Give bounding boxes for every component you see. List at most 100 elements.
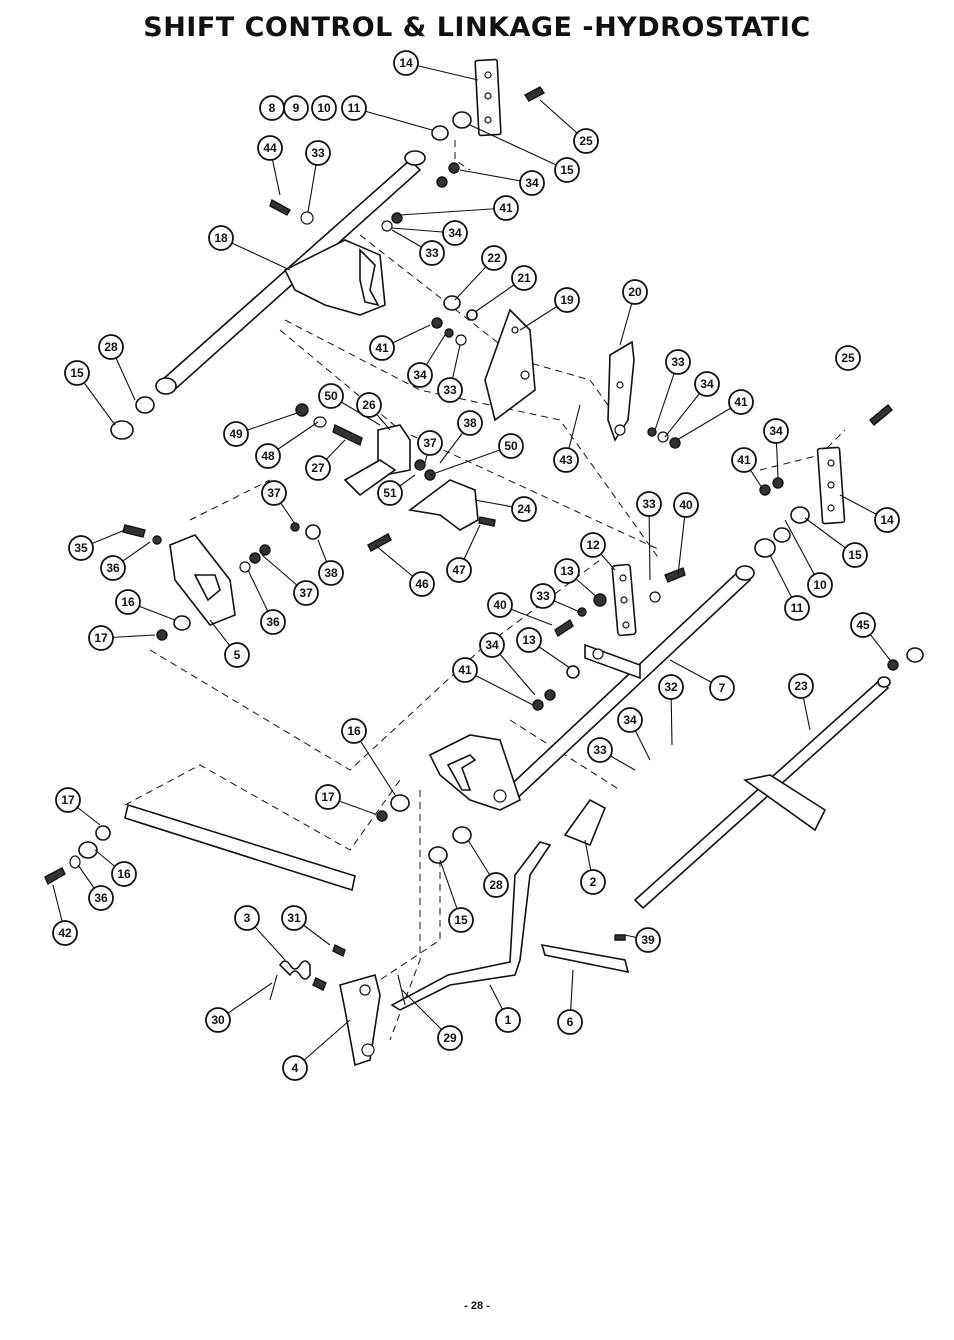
callout-41: 41 <box>369 335 395 361</box>
callout-circle <box>483 872 509 898</box>
callout-13: 13 <box>516 627 542 653</box>
callout-circle <box>874 507 900 533</box>
callout-circle <box>493 195 519 221</box>
callout-number: 24 <box>517 502 531 516</box>
callout-circle <box>554 287 580 313</box>
callout-number: 33 <box>443 383 457 397</box>
callout-34: 34 <box>479 632 505 658</box>
callout-37: 37 <box>261 480 287 506</box>
callout-38: 38 <box>457 410 483 436</box>
callout-circle <box>788 673 814 699</box>
callout-number: 41 <box>458 663 472 677</box>
callout-number: 41 <box>734 395 748 409</box>
callout-number: 15 <box>560 163 574 177</box>
callout-circle <box>282 1055 308 1081</box>
callout-34: 34 <box>519 170 545 196</box>
callout-number: 33 <box>642 497 656 511</box>
callout-35: 35 <box>68 535 94 561</box>
callout-circle <box>842 542 868 568</box>
callout-circle <box>115 589 141 615</box>
callout-46: 46 <box>409 571 435 597</box>
callout-circle <box>479 632 505 658</box>
callout-circle <box>98 334 124 360</box>
callout-8: 8 <box>259 95 285 121</box>
callout-number: 18 <box>214 231 228 245</box>
callout-13: 13 <box>554 558 580 584</box>
callout-37: 37 <box>293 580 319 606</box>
callout-33: 33 <box>530 583 556 609</box>
callout-23: 23 <box>788 673 814 699</box>
callout-48: 48 <box>255 443 281 469</box>
callout-9: 9 <box>283 95 309 121</box>
callout-circle <box>305 455 331 481</box>
callout-number: 30 <box>211 1013 225 1027</box>
callout-number: 11 <box>791 601 804 615</box>
callout-number: 25 <box>579 134 593 148</box>
callout-number: 49 <box>229 427 243 441</box>
callout-circle <box>807 572 833 598</box>
callout-50: 50 <box>318 383 344 409</box>
callout-number: 19 <box>560 293 574 307</box>
callout-circle <box>481 245 507 271</box>
callout-circle <box>635 927 661 953</box>
callout-circle <box>580 532 606 558</box>
callout-1: 1 <box>495 1007 521 1033</box>
callout-circle <box>305 140 331 166</box>
callout-circle <box>111 861 137 887</box>
callout-circle <box>511 265 537 291</box>
callout-36: 36 <box>88 885 114 911</box>
callout-number: 38 <box>324 566 338 580</box>
callout-circle <box>446 557 472 583</box>
callout-number: 16 <box>117 867 131 881</box>
callout-number: 50 <box>504 439 518 453</box>
callout-number: 14 <box>399 56 413 70</box>
callout-37: 37 <box>417 430 443 456</box>
callout-circle <box>341 718 367 744</box>
callout-number: 38 <box>463 416 477 430</box>
callout-circle <box>580 869 606 895</box>
callout-number: 10 <box>317 101 331 115</box>
callout-40: 40 <box>487 592 513 618</box>
callout-number: 37 <box>299 586 313 600</box>
callout-41: 41 <box>493 195 519 221</box>
callout-circle <box>311 95 337 121</box>
callout-4: 4 <box>282 1055 308 1081</box>
callout-33: 33 <box>665 349 691 375</box>
callout-circle <box>448 907 474 933</box>
callout-circle <box>283 95 309 121</box>
callout-circle <box>417 430 443 456</box>
callout-circle <box>763 418 789 444</box>
callout-number: 36 <box>94 891 108 905</box>
callout-16: 16 <box>115 589 141 615</box>
callout-circle <box>530 583 556 609</box>
callout-number: 10 <box>813 578 827 592</box>
callout-number: 17 <box>94 631 108 645</box>
callout-circle <box>728 389 754 415</box>
callout-16: 16 <box>341 718 367 744</box>
callout-11: 11 <box>784 595 810 621</box>
callout-number: 28 <box>104 340 118 354</box>
callout-circle <box>709 675 735 701</box>
callout-41: 41 <box>452 657 478 683</box>
callout-number: 17 <box>321 790 335 804</box>
callout-34: 34 <box>763 418 789 444</box>
callout-number: 8 <box>269 101 276 115</box>
callout-number: 9 <box>293 101 300 115</box>
callout-circle <box>369 335 395 361</box>
callout-number: 32 <box>664 680 678 694</box>
callout-number: 33 <box>311 146 325 160</box>
callout-number: 11 <box>348 101 361 115</box>
callout-number: 22 <box>487 251 501 265</box>
callout-number: 2 <box>590 875 597 889</box>
callout-number: 6 <box>567 1015 574 1029</box>
callout-circle <box>341 95 367 121</box>
callout-26: 26 <box>356 392 382 418</box>
page-number: - 28 - <box>464 1300 490 1312</box>
callout-circle <box>511 496 537 522</box>
callout-number: 40 <box>493 598 507 612</box>
callout-28: 28 <box>98 334 124 360</box>
callout-number: 33 <box>425 246 439 260</box>
callout-number: 20 <box>628 285 642 299</box>
